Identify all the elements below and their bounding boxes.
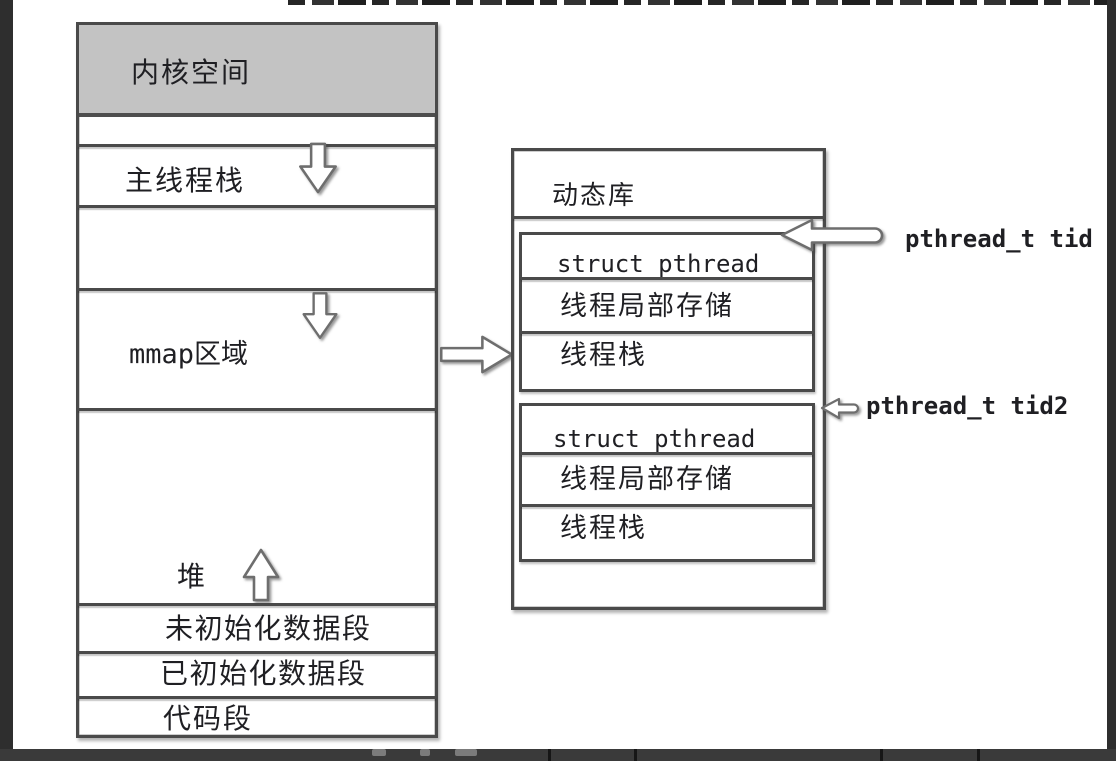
page-border-bottom — [0, 749, 1116, 761]
section-divider — [513, 216, 824, 219]
page-crop-fragment — [977, 749, 980, 761]
dynamic-library-label: 动态库 — [552, 181, 637, 211]
segment-divider — [78, 144, 436, 147]
page-crop-fragment — [455, 749, 477, 756]
segment-divider — [78, 651, 436, 654]
segment-divider — [78, 205, 436, 208]
pthread-tid2-label: pthread_t tid2 — [866, 392, 1069, 420]
code-segment-label: 代码段 — [163, 702, 254, 735]
bss-segment-label: 未初始化数据段 — [165, 612, 372, 645]
segment-divider — [78, 408, 436, 411]
thread-block-2: struct pthread 线程局部存储 线程栈 — [519, 403, 815, 562]
up-arrow-icon — [242, 548, 280, 602]
segment-divider — [78, 696, 436, 699]
segment-divider — [78, 603, 436, 606]
cropped-text-fragments-top — [288, 0, 1108, 5]
right-arrow-icon — [439, 335, 514, 374]
struct-pthread-label: struct pthread — [553, 425, 756, 453]
left-arrow-icon — [780, 218, 884, 252]
thread-stack-label: 线程栈 — [560, 513, 647, 544]
page-crop-fragment — [880, 749, 883, 761]
down-arrow-icon — [302, 292, 338, 339]
row-divider — [521, 452, 813, 455]
dynamic-library-box: 动态库 struct pthread 线程局部存储 线程栈 struct pth… — [511, 148, 826, 610]
page-border-left — [0, 0, 13, 761]
page-border-right — [1107, 0, 1116, 761]
thread-block-1: struct pthread 线程局部存储 线程栈 — [519, 232, 815, 392]
thread-local-storage-label: 线程局部存储 — [560, 291, 734, 322]
kernel-space-section: 内核空间 — [79, 25, 435, 117]
row-divider — [521, 331, 813, 334]
kernel-space-label: 内核空间 — [131, 56, 252, 89]
page-crop-fragment — [548, 749, 551, 761]
pthread-tid-label: pthread_t tid — [905, 225, 1093, 253]
process-address-space-box: 内核空间 主线程栈 mmap区域 堆 未初始化数据段 已初始化数据段 代码段 — [76, 22, 438, 738]
page-crop-fragment — [372, 749, 386, 756]
struct-pthread-label: struct pthread — [557, 250, 760, 278]
left-arrow-icon — [820, 397, 860, 420]
heap-label: 堆 — [177, 560, 208, 593]
main-thread-stack-label: 主线程栈 — [125, 164, 246, 197]
thread-local-storage-label: 线程局部存储 — [560, 464, 734, 495]
row-divider — [521, 277, 813, 280]
mmap-area-label: mmap区域 — [129, 339, 249, 370]
page-crop-fragment — [634, 749, 637, 761]
page-crop-fragment — [420, 749, 430, 756]
row-divider — [521, 504, 813, 507]
thread-stack-label: 线程栈 — [560, 340, 647, 371]
data-segment-label: 已初始化数据段 — [160, 657, 367, 690]
down-arrow-icon — [299, 142, 337, 194]
segment-divider — [78, 288, 436, 291]
